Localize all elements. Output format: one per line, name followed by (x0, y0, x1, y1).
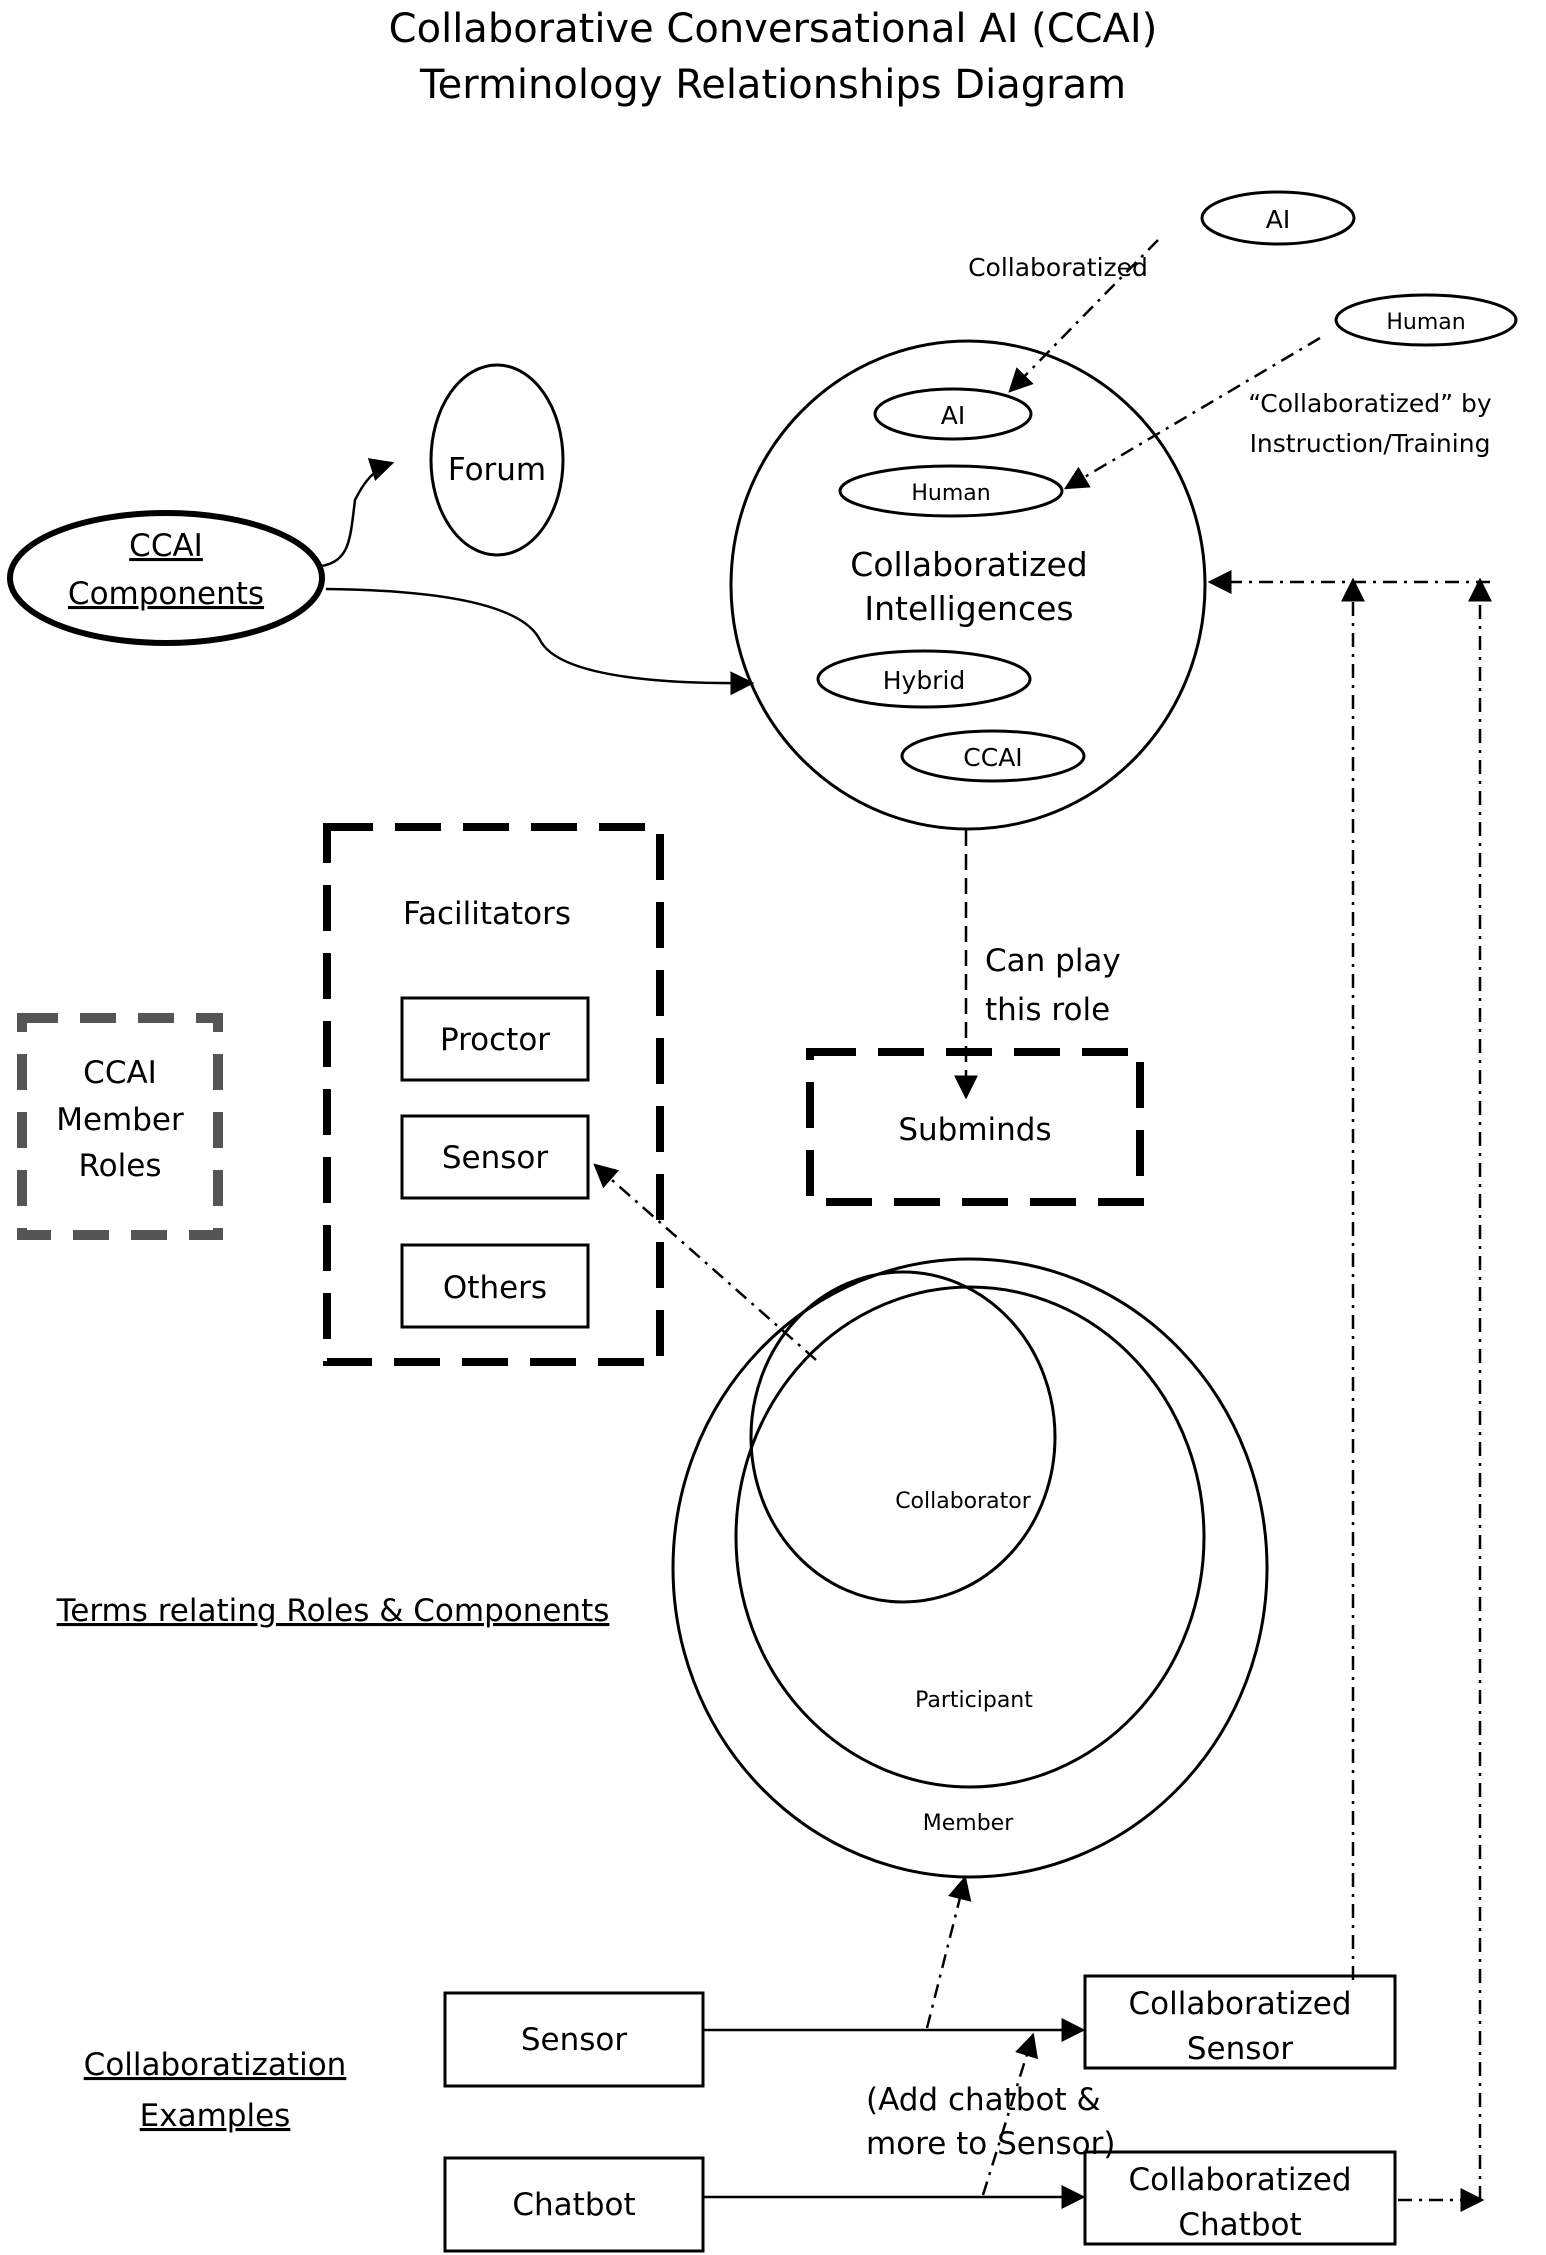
collaboratized-by-label-line2: Instruction/Training (1250, 429, 1491, 458)
external-ai-label: AI (1266, 205, 1290, 234)
external-human-node: Human (1334, 293, 1518, 347)
ci-label-line1: Collaboratized (850, 545, 1087, 584)
example-sensor-node: Sensor (443, 1991, 705, 2088)
can-play-line2: this role (985, 992, 1110, 1028)
facilitator-proctor-box (400, 996, 590, 1082)
facilitator-sensor: Sensor (442, 1140, 549, 1176)
forum-node: Forum (429, 363, 565, 557)
facilitators-label: Facilitators (403, 896, 571, 932)
forum-label: Forum (448, 452, 546, 488)
example-chatbot-node: Chatbot (443, 2156, 705, 2253)
ccai-components-node: CCAI Components (7, 510, 325, 646)
ci-member-ai: AI (941, 401, 965, 430)
arrow-components-to-forum (321, 458, 395, 568)
add-chatbot-line1: (Add chatbot & (866, 2082, 1101, 2118)
member-roles-line2: Member (56, 1102, 184, 1138)
collaboratized-label: Collaboratized (968, 253, 1148, 282)
external-human-label: Human (1386, 310, 1465, 335)
member-circle (671, 1257, 1269, 1879)
collab-examples-line1: Collaboratization (84, 2047, 347, 2083)
subminds-label: Subminds (898, 1112, 1051, 1148)
example-sensor-label: Sensor (521, 2022, 628, 2058)
collab-sensor-line1: Collaboratized (1128, 1986, 1351, 2022)
ci-member-hybrid: Hybrid (883, 666, 966, 695)
facilitator-proctor: Proctor (440, 1022, 550, 1058)
facilitators-group: Facilitators Proctor Sensor Others (323, 823, 664, 1366)
arrow-components-to-ci (325, 587, 755, 696)
role-circles: Collaborator Participant Member (671, 1257, 1269, 1879)
collab-examples-line2: Examples (140, 2098, 291, 2134)
member-roles-line3: Roles (79, 1148, 162, 1184)
collab-chatbot-line2: Chatbot (1178, 2207, 1301, 2243)
ci-member-human: Human (911, 481, 990, 506)
collab-chatbot-node: Collaboratized Chatbot (1083, 2150, 1397, 2246)
ccai-member-roles-node: CCAI Member Roles (17, 1013, 223, 1240)
arrow-sensor-to-member (925, 1875, 972, 2029)
collaboratized-intelligences-node: AI Human Collaboratized Intelligences Hy… (729, 339, 1207, 831)
terms-relating-label: Terms relating Roles & Components (56, 1593, 610, 1629)
ci-label-line2: Intelligences (864, 589, 1073, 628)
participant-circle (734, 1285, 1206, 1789)
collab-sensor-line2: Sensor (1187, 2031, 1294, 2067)
collaborator-label: Collaborator (895, 1489, 1032, 1514)
subminds-node: Subminds (806, 1048, 1144, 1206)
arrow-to-facilitator-sensor (593, 1163, 817, 1361)
ccai-components-line1: CCAI (129, 528, 203, 564)
facilitator-others: Others (443, 1270, 547, 1306)
arrow-human-to-inner-human (1063, 336, 1321, 490)
facilitator-others-box (400, 1243, 590, 1329)
add-chatbot-line2: more to Sensor) (866, 2126, 1115, 2162)
member-roles-line1: CCAI (83, 1055, 157, 1091)
collab-chatbot-line1: Collaboratized (1128, 2162, 1351, 2198)
member-label: Member (923, 1811, 1014, 1836)
external-ai-node: AI (1200, 190, 1356, 246)
example-chatbot-label: Chatbot (512, 2187, 635, 2223)
collaborator-circle (749, 1270, 1057, 1604)
can-play-line1: Can play (985, 943, 1121, 979)
participant-label: Participant (915, 1688, 1033, 1713)
facilitator-sensor-box (400, 1114, 590, 1200)
diagram-title-line2: Terminology Relationships Diagram (419, 62, 1126, 108)
ccai-components-line2: Components (68, 576, 264, 612)
ci-member-ccai: CCAI (963, 743, 1022, 772)
arrow-ai-to-inner-ai (1008, 239, 1159, 393)
collab-sensor-node: Collaboratized Sensor (1083, 1974, 1397, 2070)
diagram-title-line1: Collaborative Conversational AI (CCAI) (389, 6, 1158, 52)
arrow-chatbot-to-sensor-line (981, 2032, 1039, 2196)
collaboratized-by-label-line1: “Collaboratized” by (1248, 389, 1492, 418)
